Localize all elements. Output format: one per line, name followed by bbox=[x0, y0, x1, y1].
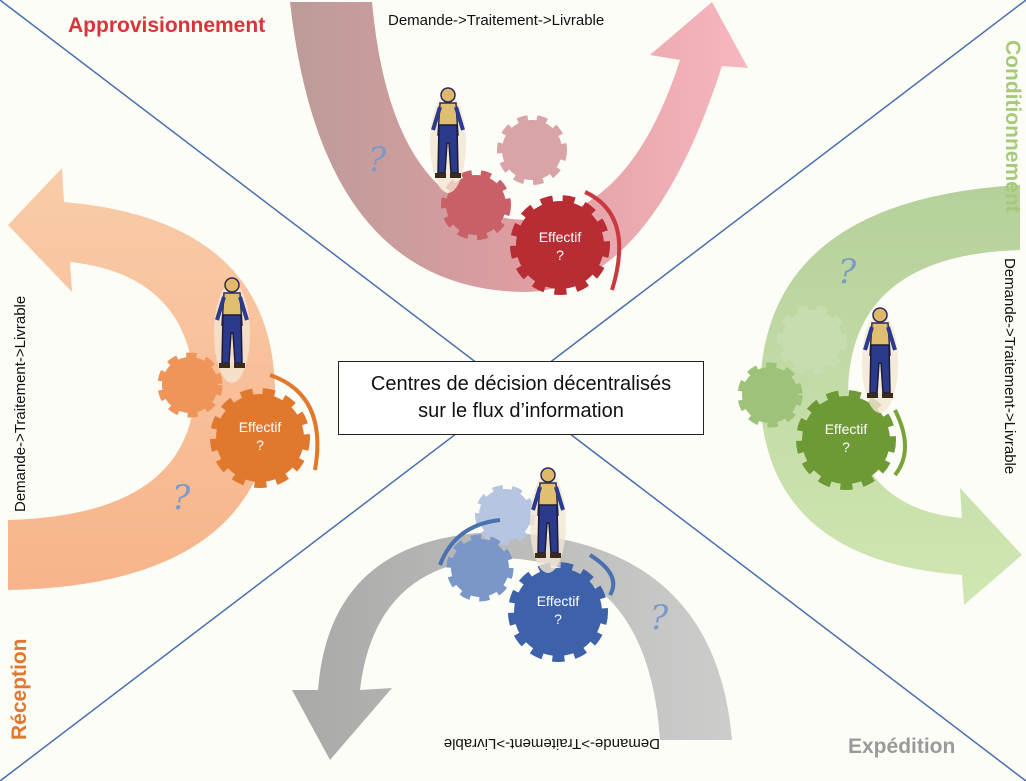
quadrant-title-right: Conditionnement bbox=[1001, 40, 1024, 213]
quadrant-title-bottom: Expédition bbox=[848, 735, 956, 758]
gear-label-bottom-sub: ? bbox=[554, 611, 562, 627]
bottom-worker-icon bbox=[528, 466, 568, 575]
gear-label-right: Effectif? bbox=[808, 420, 884, 456]
right-gear-mid bbox=[737, 362, 803, 428]
gear-label-left-main: Effectif bbox=[238, 419, 282, 435]
gear-label-top-main: Effectif bbox=[538, 229, 582, 245]
top-gear-main bbox=[510, 195, 610, 295]
gear-label-bottom: Effectif? bbox=[520, 592, 596, 628]
center-title-box: Centres de décision décentralisés sur le… bbox=[338, 361, 704, 435]
gear-label-left-sub: ? bbox=[256, 437, 264, 453]
gear-label-top: Effectif? bbox=[522, 228, 598, 264]
flow-text-right: Demande->Traitement->Livrable bbox=[1001, 258, 1018, 475]
flow-text-left: Demande->Traitement->Livrable bbox=[12, 295, 29, 512]
left-flow-arrow bbox=[8, 168, 275, 590]
gear-label-left: Effectif? bbox=[222, 418, 298, 454]
top-flow-arrow bbox=[290, 2, 748, 292]
flow-text-bottom: Demande->Traitement->Livrable bbox=[443, 735, 660, 752]
quadrant-title-top: Approvisionnement bbox=[68, 14, 266, 37]
center-title-line2: sur le flux d’information bbox=[418, 400, 624, 422]
gear-label-bottom-main: Effectif bbox=[536, 593, 580, 609]
bottom-gear-main bbox=[508, 562, 608, 662]
flow-text-top: Demande->Traitement->Livrable bbox=[388, 12, 605, 29]
right-gear-small bbox=[777, 305, 847, 375]
question-mark-right: ? bbox=[838, 252, 857, 292]
quadrant-title-left: Réception bbox=[8, 638, 31, 740]
center-title-line1: Centres de décision décentralisés bbox=[370, 373, 672, 395]
gear-label-top-sub: ? bbox=[556, 247, 564, 263]
question-mark-left: ? bbox=[172, 478, 191, 518]
gear-label-right-main: Effectif bbox=[824, 421, 868, 437]
right-flow-arrow bbox=[760, 185, 1022, 605]
bottom-flow-arrow bbox=[292, 532, 732, 760]
right-gear-main bbox=[796, 390, 896, 490]
question-mark-bottom: ? bbox=[650, 598, 669, 638]
top-worker-icon bbox=[428, 86, 468, 195]
gear-label-right-sub: ? bbox=[842, 439, 850, 455]
bottom-gear-small bbox=[475, 485, 535, 545]
question-mark-top: ? bbox=[368, 140, 387, 180]
top-gear-small bbox=[497, 115, 567, 185]
left-gear-small bbox=[157, 352, 223, 418]
top-gear-mid bbox=[441, 170, 511, 240]
right-worker-icon bbox=[860, 306, 900, 415]
left-gear-main bbox=[210, 388, 310, 488]
bottom-gear-mid bbox=[446, 534, 514, 602]
